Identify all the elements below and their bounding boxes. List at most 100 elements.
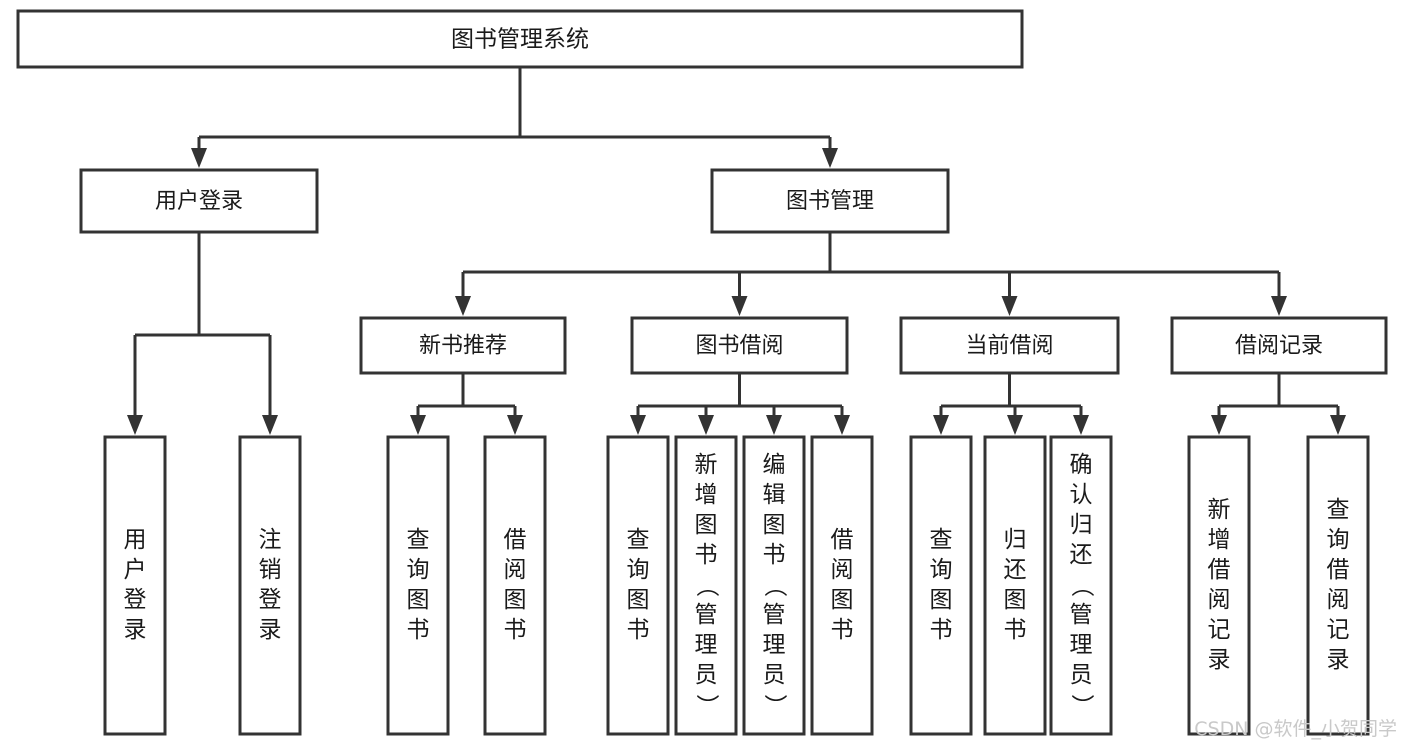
leaf-label-char: 查 (930, 527, 953, 553)
leaf-label-char: ） (762, 694, 788, 717)
leaf-label-char: 销 (259, 557, 282, 583)
level1-node-book-manage[interactable]: 图书管理 (710, 168, 950, 234)
leaf-label-char: 归 (1004, 527, 1027, 553)
leaf-label-char: （ (762, 574, 788, 597)
leaf-node-leaf-user-login[interactable]: 用户登录 (103, 435, 167, 736)
leaf-label-char: 阅 (1327, 587, 1350, 613)
leaf-label-char: 图 (763, 512, 786, 538)
leaf-label-char: 书 (627, 617, 650, 643)
node-box[interactable] (103, 435, 167, 736)
level2-node-new-book-recommend[interactable]: 新书推荐 (359, 316, 567, 375)
node-box[interactable] (1049, 435, 1113, 736)
node-box[interactable] (386, 435, 450, 736)
leaf-label-char: 录 (1327, 647, 1350, 673)
leaf-label-char: ） (694, 694, 720, 717)
arrow-head (933, 415, 949, 435)
arrow-head (262, 415, 278, 435)
arrow-head (1330, 415, 1346, 435)
leaf-label-char: 查 (1327, 497, 1350, 523)
node-box[interactable] (909, 435, 973, 736)
node-box[interactable] (742, 435, 806, 736)
leaf-label-char: 员 (1070, 662, 1093, 688)
leaf-label-char: 记 (1327, 617, 1350, 643)
arrow-head (766, 415, 782, 435)
node-box[interactable] (1170, 316, 1388, 375)
arrow-head (507, 415, 523, 435)
arrow-head (1001, 296, 1018, 316)
leaf-label-char: 询 (407, 557, 430, 583)
leaf-label-char: 登 (124, 587, 147, 613)
node-box[interactable] (630, 316, 849, 375)
node-box[interactable] (674, 435, 738, 736)
leaf-label-char: 登 (259, 587, 282, 613)
level2-node-current-borrow[interactable]: 当前借阅 (899, 316, 1120, 375)
node-box[interactable] (238, 435, 302, 736)
leaf-label-char: 图 (407, 587, 430, 613)
node-box[interactable] (899, 316, 1120, 375)
leaf-label-char: 还 (1004, 557, 1027, 583)
node-box[interactable] (810, 435, 874, 736)
level2-node-book-borrow[interactable]: 图书借阅 (630, 316, 849, 375)
node-box[interactable] (983, 435, 1047, 736)
leaf-label-char: 员 (763, 662, 786, 688)
node-box[interactable] (483, 435, 547, 736)
leaf-label-char: 用 (124, 527, 147, 553)
leaf-label-char: （ (1069, 574, 1095, 597)
leaf-label-char: 理 (695, 632, 718, 658)
arrow-head (455, 296, 471, 316)
leaf-label-char: 图 (930, 587, 953, 613)
node-box[interactable] (1306, 435, 1370, 736)
leaf-label-char: 借 (1208, 557, 1231, 583)
leaf-label-char: 书 (930, 617, 953, 643)
arrow-head (410, 415, 426, 435)
node-box[interactable] (16, 9, 1024, 69)
leaf-label-char: 书 (1004, 617, 1027, 643)
arrow-head (834, 415, 850, 435)
node-box[interactable] (79, 168, 319, 234)
level1-node-user-login[interactable]: 用户登录 (79, 168, 319, 234)
node-box[interactable] (1187, 435, 1251, 736)
node-label: 图书管理系统 (451, 27, 589, 53)
leaf-label-char: 新 (695, 452, 718, 478)
leaf-label-char: 阅 (1208, 587, 1231, 613)
leaf-label-char: 归 (1070, 512, 1093, 538)
arrow-head (191, 148, 207, 168)
node-label: 新书推荐 (419, 334, 507, 359)
leaf-label-char: 书 (695, 542, 718, 568)
node-label: 借阅记录 (1235, 334, 1323, 359)
node-layer: 图书管理系统用户登录图书管理新书推荐图书借阅当前借阅借阅记录用户登录注销登录查询… (16, 9, 1388, 736)
node-label: 图书管理 (786, 189, 874, 214)
node-label: 当前借阅 (965, 334, 1053, 359)
node-box[interactable] (359, 316, 567, 375)
leaf-label-char: 图 (627, 587, 650, 613)
leaf-label-char: 理 (1070, 632, 1093, 658)
leaf-label-char: 员 (695, 662, 718, 688)
leaf-label-char: 认 (1070, 482, 1093, 508)
leaf-label-char: 录 (259, 617, 282, 643)
leaf-label-char: 录 (124, 617, 147, 643)
connector-layer (127, 67, 1346, 435)
root-node-root[interactable]: 图书管理系统 (16, 9, 1024, 69)
level2-node-borrow-record[interactable]: 借阅记录 (1170, 316, 1388, 375)
node-box[interactable] (710, 168, 950, 234)
leaf-label-char: 户 (124, 557, 147, 583)
leaf-label-char: 图 (695, 512, 718, 538)
arrow-head (127, 415, 143, 435)
node-box[interactable] (606, 435, 670, 736)
leaf-label-char: 书 (407, 617, 430, 643)
leaf-label-char: 借 (504, 527, 527, 553)
